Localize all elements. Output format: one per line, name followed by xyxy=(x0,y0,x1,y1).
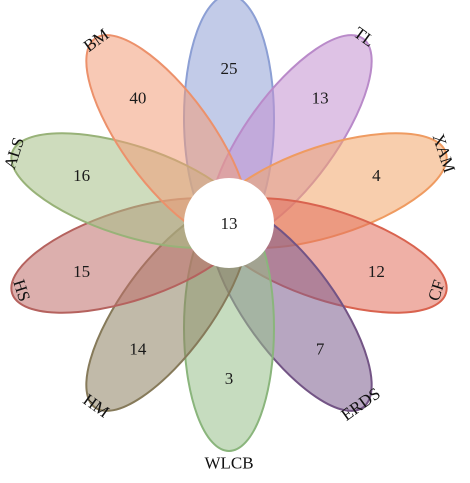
petal-count-hs: 15 xyxy=(73,262,90,281)
petal-count-bm: 40 xyxy=(129,89,146,108)
petal-count-wlcb: 3 xyxy=(225,369,234,388)
core-count: 13 xyxy=(221,214,238,233)
set-label-bt: BT xyxy=(218,0,240,1)
set-labels-group: BTTLXAMCFERDSWLCBHMHSALSBM xyxy=(0,0,459,473)
petal-count-xam: 4 xyxy=(372,166,381,185)
core-circle xyxy=(184,178,274,268)
petal-count-hm: 14 xyxy=(129,339,147,358)
petal-count-bt: 25 xyxy=(221,59,238,78)
petal-counts-group: 25 13 4 12 7 3 14 15 16 40 xyxy=(73,59,385,388)
petal-count-cf: 12 xyxy=(368,262,385,281)
petal-count-tl: 13 xyxy=(312,89,329,108)
set-label-wlcb: WLCB xyxy=(204,454,253,473)
petal-count-als: 16 xyxy=(73,166,90,185)
petal-count-erds: 7 xyxy=(316,339,325,358)
